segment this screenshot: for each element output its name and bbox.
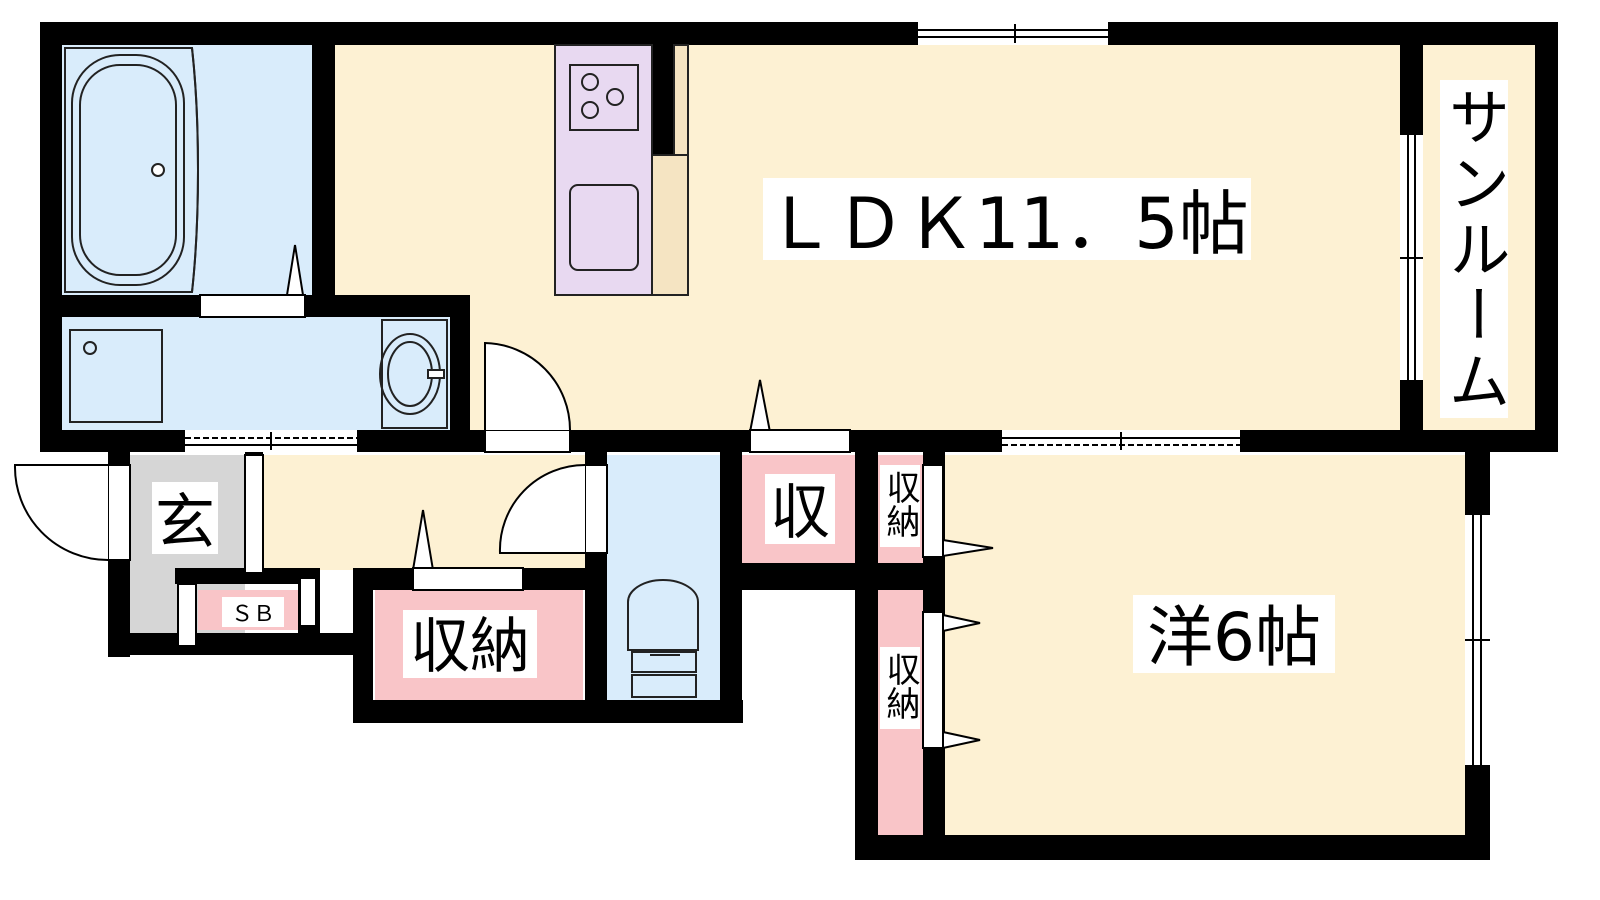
entrance-label: 玄 bbox=[155, 488, 215, 558]
ldk-label: ＬＤＫ11．5帖 bbox=[765, 183, 1249, 265]
toilet bbox=[627, 579, 699, 698]
kitchen-counter bbox=[554, 44, 689, 296]
sunroom-label-group: サンルーム bbox=[1438, 80, 1511, 418]
sunroom-label: サンルーム bbox=[1438, 85, 1511, 415]
closet-top-label-group: 収納 bbox=[880, 465, 920, 547]
washbasin bbox=[379, 319, 448, 429]
washing-machine bbox=[69, 329, 163, 423]
doors bbox=[13, 244, 994, 750]
storage-main-label-group: 収納 bbox=[403, 610, 537, 682]
entrance-label-group: 玄 bbox=[152, 482, 218, 558]
shoe-box-label-group: ＳＢ bbox=[222, 597, 284, 627]
toilet-floor bbox=[607, 455, 720, 700]
closet-bottom-label-group: 収納 bbox=[880, 647, 920, 729]
bathtub bbox=[64, 47, 199, 293]
storage-small-label: 収 bbox=[770, 478, 830, 548]
ldk-label-group: ＬＤＫ11．5帖 bbox=[763, 178, 1251, 265]
closet-top-label: 収納 bbox=[880, 470, 920, 538]
closet-bottom-label: 収納 bbox=[880, 652, 920, 720]
shoe-box-label: ＳＢ bbox=[231, 602, 275, 627]
western-label-group: 洋6帖 bbox=[1133, 595, 1335, 676]
washroom-floor bbox=[62, 317, 450, 430]
western-room-label: 洋6帖 bbox=[1147, 599, 1321, 676]
storage-main-label: 収納 bbox=[410, 612, 530, 682]
storage-small-label-group: 収 bbox=[765, 474, 835, 548]
windows bbox=[185, 22, 1490, 765]
